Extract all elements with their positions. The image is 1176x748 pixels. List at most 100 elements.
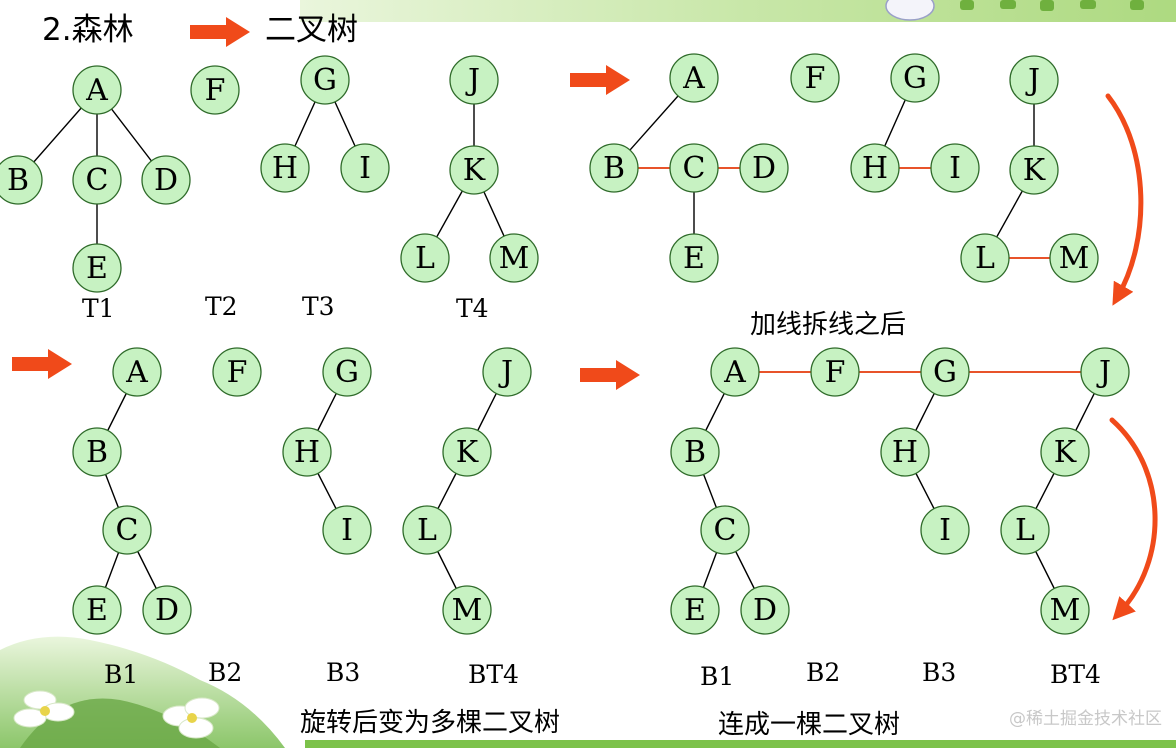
added_lines-node-label-F: F xyxy=(805,61,826,96)
single_tree-node-label-E: E xyxy=(684,593,706,628)
tree-label-t3: T3 xyxy=(302,292,335,321)
tree-label-b1-left: B1 xyxy=(104,660,139,689)
single_tree-node-I: I xyxy=(920,505,970,555)
binary_trees-node-M: M xyxy=(442,585,492,635)
added_lines-node-label-B: B xyxy=(603,151,625,186)
binary_trees-node-I: I xyxy=(322,505,372,555)
added_lines-node-label-E: E xyxy=(683,241,705,276)
forest-node-G: G xyxy=(300,55,350,105)
curved-arrow-bottom-right xyxy=(1109,417,1158,621)
single_tree-node-L: L xyxy=(1000,505,1050,555)
tree-label-bt4-right: BT4 xyxy=(1050,660,1101,689)
forest-node-C: C xyxy=(72,155,122,205)
arrows-layer xyxy=(12,17,1158,621)
added_lines-node-label-J: J xyxy=(1025,63,1040,98)
arrow-to-single-tree xyxy=(580,360,640,390)
step-merge-caption: 加线拆线之后 xyxy=(750,310,907,340)
forest-node-K: K xyxy=(449,145,499,195)
binary_trees-node-label-D: D xyxy=(155,593,179,628)
arrow-to-added-lines xyxy=(570,65,630,95)
tree-label-t4: T4 xyxy=(456,294,489,323)
binary_trees-node-label-A: A xyxy=(125,355,148,390)
added_lines-node-label-A: A xyxy=(682,61,705,96)
caption-rotate-to-binary-trees: 旋转后变为多棵二叉树 xyxy=(300,708,561,738)
added_lines-node-I: I xyxy=(930,143,980,193)
added_lines-node-label-G: G xyxy=(903,61,927,96)
added_lines-node-K: K xyxy=(1009,145,1059,195)
forest-node-label-B: B xyxy=(7,163,29,198)
watermark: @稀土掘金技术社区 xyxy=(1009,709,1162,729)
tree-label-t2: T2 xyxy=(205,292,238,321)
binary_trees-node-label-J: J xyxy=(498,355,513,390)
added_lines-node-F: F xyxy=(790,53,840,103)
forest-node-I: I xyxy=(340,143,390,193)
forest-node-F: F xyxy=(190,65,240,115)
tree-label-b3-left: B3 xyxy=(326,658,361,687)
tree-label-bt4-left: BT4 xyxy=(468,660,519,689)
forest-node-D: D xyxy=(141,155,191,205)
single_tree-node-label-C: C xyxy=(714,513,737,548)
forest-node-label-I: I xyxy=(359,151,371,186)
arrow-title xyxy=(190,17,250,47)
tree-label-b1-right: B1 xyxy=(700,662,735,691)
added_lines-node-label-C: C xyxy=(683,151,706,186)
added_lines-node-C: C xyxy=(669,143,719,193)
single_tree-node-F: F xyxy=(810,347,860,397)
forest-node-label-K: K xyxy=(463,153,486,188)
tree-label-t1: T1 xyxy=(82,294,115,323)
added_lines-node-J: J xyxy=(1009,55,1059,105)
binary_trees-node-label-G: G xyxy=(335,355,359,390)
forest-node-label-A: A xyxy=(85,73,108,108)
single_tree-node-label-H: H xyxy=(892,435,918,470)
added_lines-node-M: M xyxy=(1049,233,1099,283)
single_tree-node-label-M: M xyxy=(1050,593,1081,628)
forest-node-L: L xyxy=(400,233,450,283)
added_lines-node-E: E xyxy=(669,233,719,283)
forest-node-label-J: J xyxy=(465,63,480,98)
added_lines-node-G: G xyxy=(890,53,940,103)
binary_trees-node-G: G xyxy=(322,347,372,397)
top-banner-decoration xyxy=(300,0,1176,22)
flower-decoration xyxy=(0,636,285,748)
binary_trees-node-label-I: I xyxy=(341,513,353,548)
single_tree-node-label-J: J xyxy=(1096,355,1111,390)
binary_trees-node-L: L xyxy=(402,505,452,555)
added_lines-node-label-L: L xyxy=(975,241,995,276)
tree-label-b3-right: B3 xyxy=(922,658,957,687)
binary_trees-node-label-K: K xyxy=(456,435,479,470)
single_tree-node-label-I: I xyxy=(939,513,951,548)
single_tree-node-H: H xyxy=(880,427,930,477)
single_tree-node-E: E xyxy=(670,585,720,635)
tree-label-b2-left: B2 xyxy=(208,658,243,687)
single_tree-node-label-F: F xyxy=(825,355,846,390)
added_lines-node-L: L xyxy=(960,233,1010,283)
added_lines-node-label-D: D xyxy=(752,151,776,186)
forest-node-H: H xyxy=(260,143,310,193)
single_tree-node-label-D: D xyxy=(753,593,777,628)
binary_trees-node-D: D xyxy=(142,585,192,635)
forest-node-label-F: F xyxy=(205,73,226,108)
caption-join-into-one-tree: 连成一棵二叉树 xyxy=(718,710,901,740)
binary_trees-node-E: E xyxy=(72,585,122,635)
added_lines-node-label-M: M xyxy=(1059,241,1090,276)
single_tree-node-J: J xyxy=(1080,347,1130,397)
single_tree-node-B: B xyxy=(670,427,720,477)
binary_trees-node-J: J xyxy=(482,347,532,397)
binary_trees-node-label-B: B xyxy=(86,435,108,470)
curved-arrow-top-right xyxy=(1105,93,1144,306)
single_tree-node-C: C xyxy=(700,505,750,555)
single_tree-node-label-L: L xyxy=(1015,513,1035,548)
added_lines-node-label-K: K xyxy=(1023,153,1046,188)
slide-title: 2.森林 xyxy=(42,12,134,48)
binary_trees-node-K: K xyxy=(442,427,492,477)
single_tree-node-M: M xyxy=(1040,585,1090,635)
single_tree-node-label-G: G xyxy=(933,355,957,390)
arrow-to-binary-trees xyxy=(12,349,72,379)
binary_trees-node-label-M: M xyxy=(452,593,483,628)
single_tree-node-K: K xyxy=(1040,427,1090,477)
single_tree-node-G: G xyxy=(920,347,970,397)
added_lines-node-label-H: H xyxy=(862,151,888,186)
binary_trees-node-label-L: L xyxy=(417,513,437,548)
